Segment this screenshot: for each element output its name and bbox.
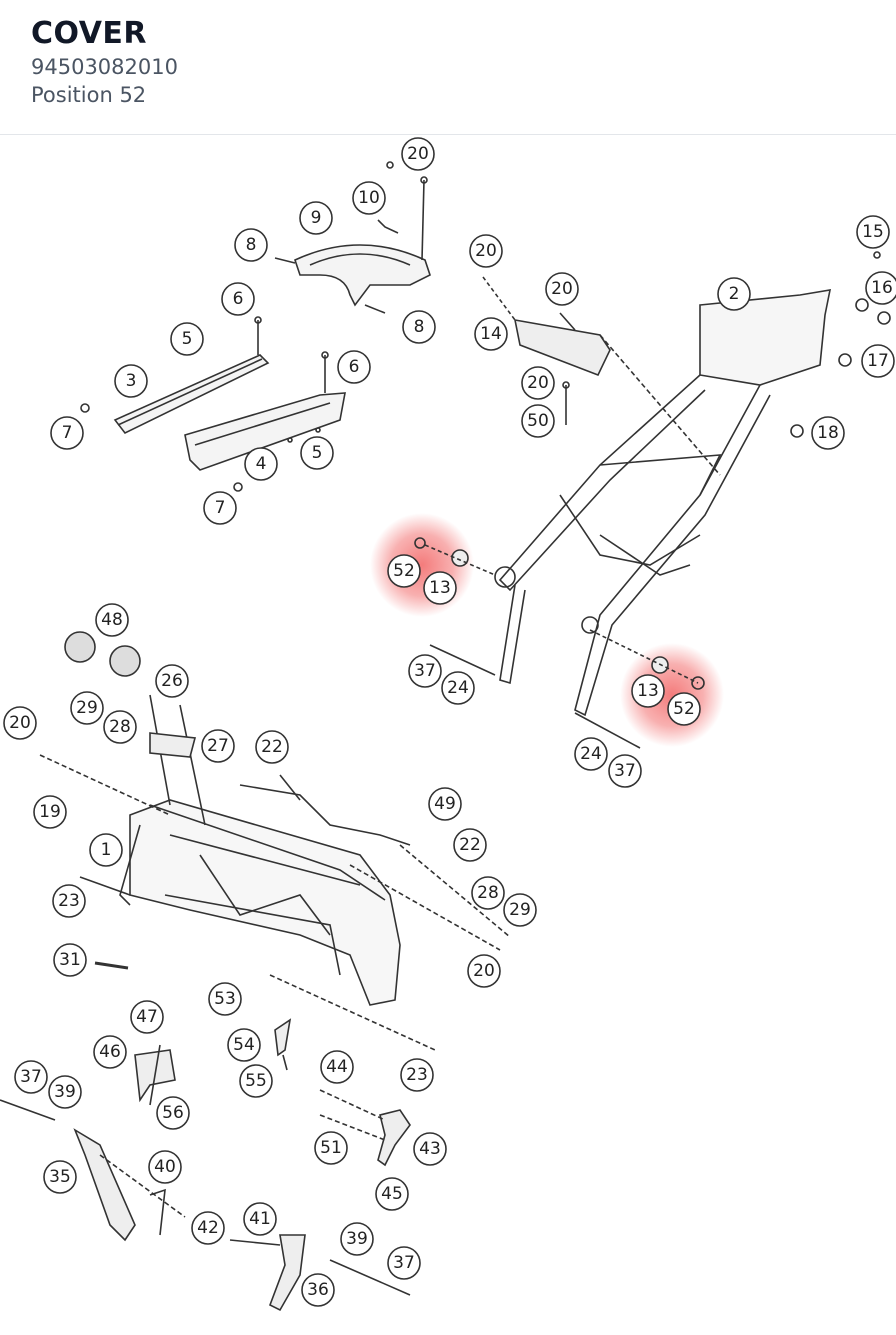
callout-label[interactable]: 40 — [154, 1157, 176, 1177]
callout-label[interactable]: 43 — [419, 1139, 441, 1159]
callout-label[interactable]: 9 — [311, 208, 322, 228]
callout-label[interactable]: 50 — [527, 411, 549, 431]
callout-label[interactable]: 3 — [126, 371, 137, 391]
callout-label[interactable]: 48 — [101, 610, 123, 630]
callout-label[interactable]: 55 — [245, 1071, 267, 1091]
callout-label[interactable]: 22 — [459, 835, 481, 855]
callout-label[interactable]: 6 — [233, 289, 244, 309]
callout-label[interactable]: 23 — [58, 891, 80, 911]
part-title: COVER — [31, 16, 148, 51]
callout-label[interactable]: 1 — [101, 840, 112, 860]
callout-label[interactable]: 20 — [527, 373, 549, 393]
callout-label[interactable]: 44 — [326, 1057, 348, 1077]
callout-label[interactable]: 46 — [99, 1042, 121, 1062]
callout-label[interactable]: 29 — [509, 900, 531, 920]
callout-label[interactable]: 39 — [346, 1229, 368, 1249]
callout-label[interactable]: 20 — [9, 713, 31, 733]
callout-label[interactable]: 15 — [862, 222, 884, 242]
callout-label[interactable]: 53 — [214, 989, 236, 1009]
callout-label[interactable]: 51 — [320, 1138, 342, 1158]
callout-label[interactable]: 37 — [414, 661, 436, 681]
callout-label[interactable]: 22 — [261, 737, 283, 757]
callout-label[interactable]: 8 — [246, 235, 257, 255]
callout-label[interactable]: 14 — [480, 324, 502, 344]
callout-label[interactable]: 45 — [381, 1184, 403, 1204]
callout-label[interactable]: 37 — [614, 761, 636, 781]
position-label: Position 52 — [31, 83, 147, 107]
callout-label[interactable]: 54 — [233, 1035, 255, 1055]
parts-line-art — [0, 161, 891, 1312]
callout-label[interactable]: 35 — [49, 1167, 71, 1187]
callout-label[interactable]: 6 — [349, 357, 360, 377]
callout-label[interactable]: 37 — [393, 1253, 415, 1273]
part-number: 94503082010 — [31, 55, 178, 79]
callout-label[interactable]: 23 — [406, 1065, 428, 1085]
callout-label[interactable]: 7 — [215, 498, 226, 518]
callout-label[interactable]: 29 — [76, 698, 98, 718]
callout-label[interactable]: 19 — [39, 802, 61, 822]
callout-label[interactable]: 56 — [162, 1103, 184, 1123]
callout-label[interactable]: 2 — [729, 284, 740, 304]
callout-label[interactable]: 27 — [207, 736, 229, 756]
callout-label[interactable]: 47 — [136, 1007, 158, 1027]
callout-label[interactable]: 4 — [256, 454, 267, 474]
part-header: COVER 94503082010 Position 52 — [0, 0, 896, 135]
highlight-glow — [620, 643, 724, 747]
callout-label[interactable]: 20 — [551, 279, 573, 299]
callout-label[interactable]: 20 — [473, 961, 495, 981]
callout-label[interactable]: 41 — [249, 1209, 271, 1229]
callout-label[interactable]: 13 — [637, 681, 659, 701]
callout-label-highlighted[interactable]: 52 — [673, 699, 695, 719]
callout-label[interactable]: 28 — [477, 883, 499, 903]
callout-label[interactable]: 5 — [182, 329, 193, 349]
callout-label[interactable]: 49 — [434, 794, 456, 814]
callout-label[interactable]: 10 — [358, 188, 380, 208]
callout-label[interactable]: 28 — [109, 717, 131, 737]
callout-label[interactable]: 13 — [429, 578, 451, 598]
callout-label[interactable]: 24 — [580, 744, 602, 764]
callout-label-highlighted[interactable]: 52 — [393, 561, 415, 581]
callout-label[interactable]: 16 — [871, 278, 893, 298]
callout-label[interactable]: 24 — [447, 678, 469, 698]
callout-label[interactable]: 8 — [414, 317, 425, 337]
callout-label[interactable]: 37 — [20, 1067, 42, 1087]
exploded-parts-diagram: 20 10 9 8 20 15 20 2 16 6 8 14 5 6 17 3 … — [0, 137, 896, 1312]
callout-label[interactable]: 18 — [817, 423, 839, 443]
callout-label[interactable]: 17 — [867, 351, 889, 371]
callout-label[interactable]: 39 — [54, 1082, 76, 1102]
callout-label[interactable]: 20 — [475, 241, 497, 261]
callout-label[interactable]: 36 — [307, 1280, 329, 1300]
callout-label[interactable]: 31 — [59, 950, 81, 970]
callout-label[interactable]: 7 — [62, 423, 73, 443]
callout-label[interactable]: 20 — [407, 144, 429, 164]
callout-label[interactable]: 42 — [197, 1218, 219, 1238]
callout-label[interactable]: 5 — [312, 443, 323, 463]
callout-label[interactable]: 26 — [161, 671, 183, 691]
